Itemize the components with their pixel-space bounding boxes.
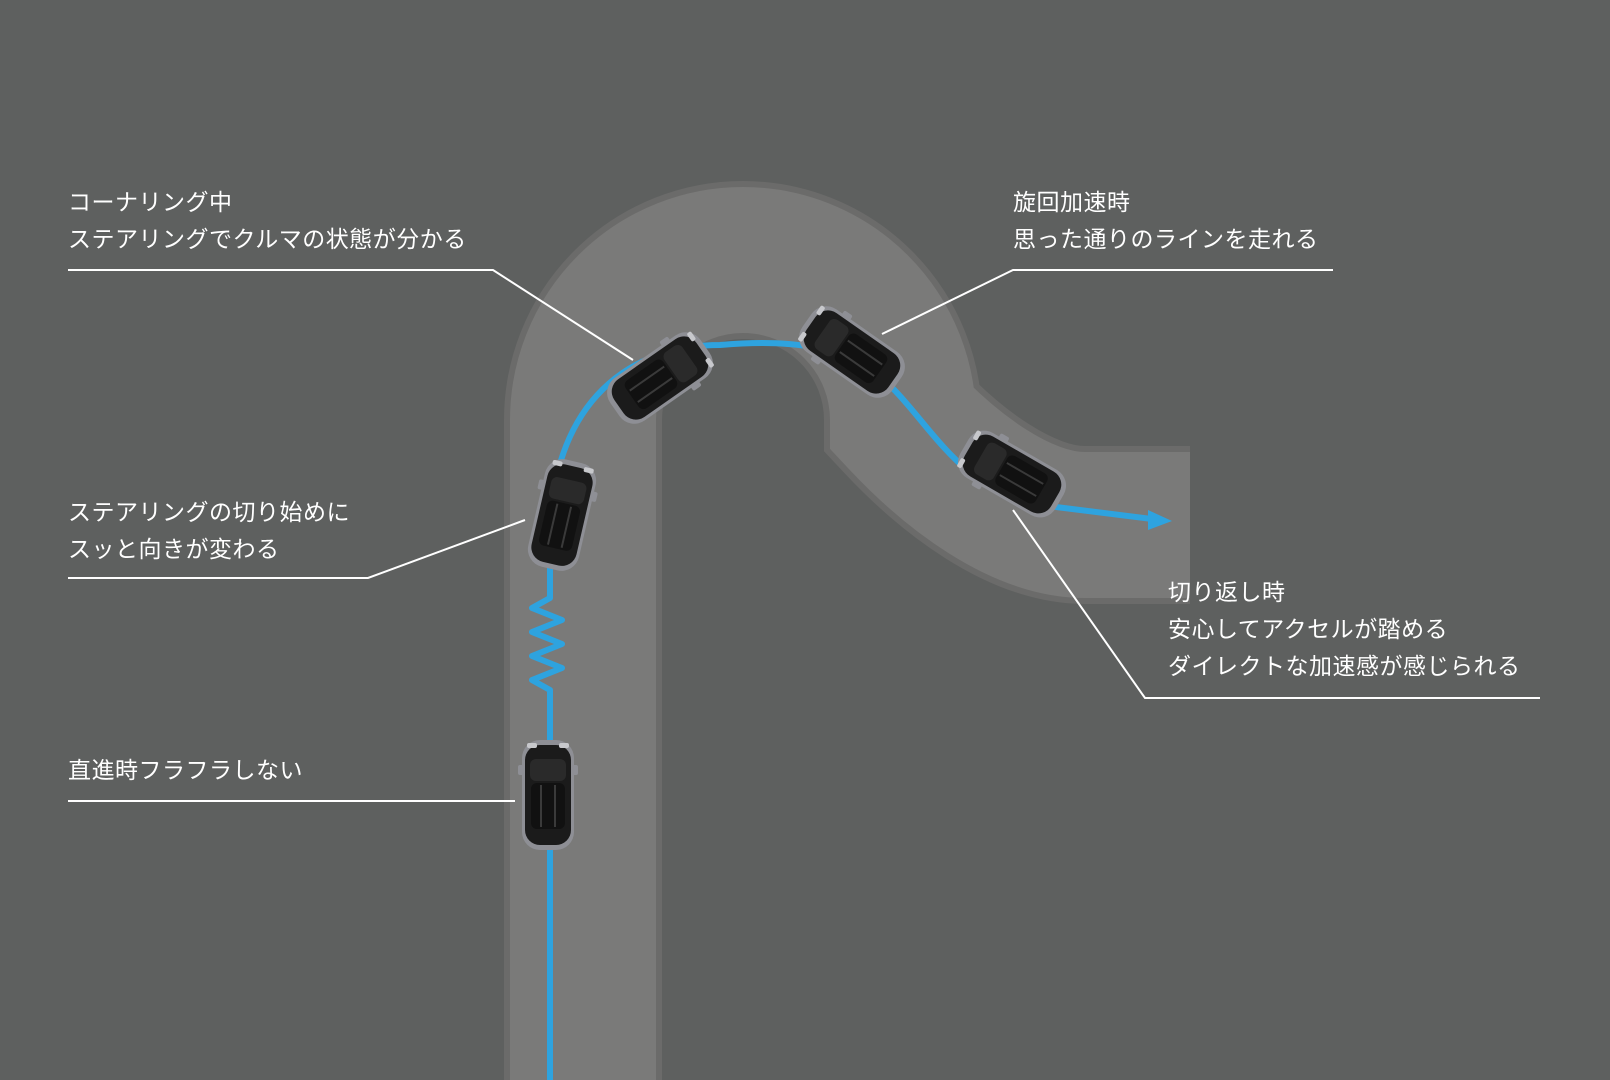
leader-line-steering-start (68, 519, 526, 579)
callout-acceleration: 旋回加速時 思った通りのラインを走れる (1013, 185, 1319, 259)
callout-switchback: 切り返し時 安心してアクセルが踏める ダイレクトな加速感が感じられる (1168, 575, 1521, 686)
callout-switchback-line3: ダイレクトな加速感が感じられる (1168, 654, 1521, 680)
leader-line-cornering (68, 269, 634, 361)
callout-steering-start: ステアリングの切り始めに スッと向きが変わる (68, 495, 350, 569)
callout-acceleration-line1: 旋回加速時 (1013, 190, 1131, 216)
leader-line-acceleration (881, 269, 1333, 335)
callout-switchback-line1: 切り返し時 (1168, 580, 1286, 606)
callout-straight: 直進時フラフラしない (68, 753, 303, 790)
callout-acceleration-line2: 思った通りのラインを走れる (1013, 227, 1319, 253)
callout-cornering-line2: ステアリングでクルマの状態が分かる (68, 227, 467, 253)
callout-steering-start-line2: スッと向きが変わる (68, 537, 280, 563)
callout-cornering: コーナリング中 ステアリングでクルマの状態が分かる (68, 185, 467, 259)
callout-straight-line1: 直進時フラフラしない (68, 758, 303, 784)
leader-line-switchback (1012, 509, 1540, 699)
callout-steering-start-line1: ステアリングの切り始めに (68, 500, 350, 526)
arrowhead-icon (1148, 510, 1172, 530)
callout-switchback-line2: 安心してアクセルが踏める (1168, 617, 1449, 643)
callout-cornering-line1: コーナリング中 (68, 190, 233, 216)
car-straight-icon (517, 739, 579, 851)
